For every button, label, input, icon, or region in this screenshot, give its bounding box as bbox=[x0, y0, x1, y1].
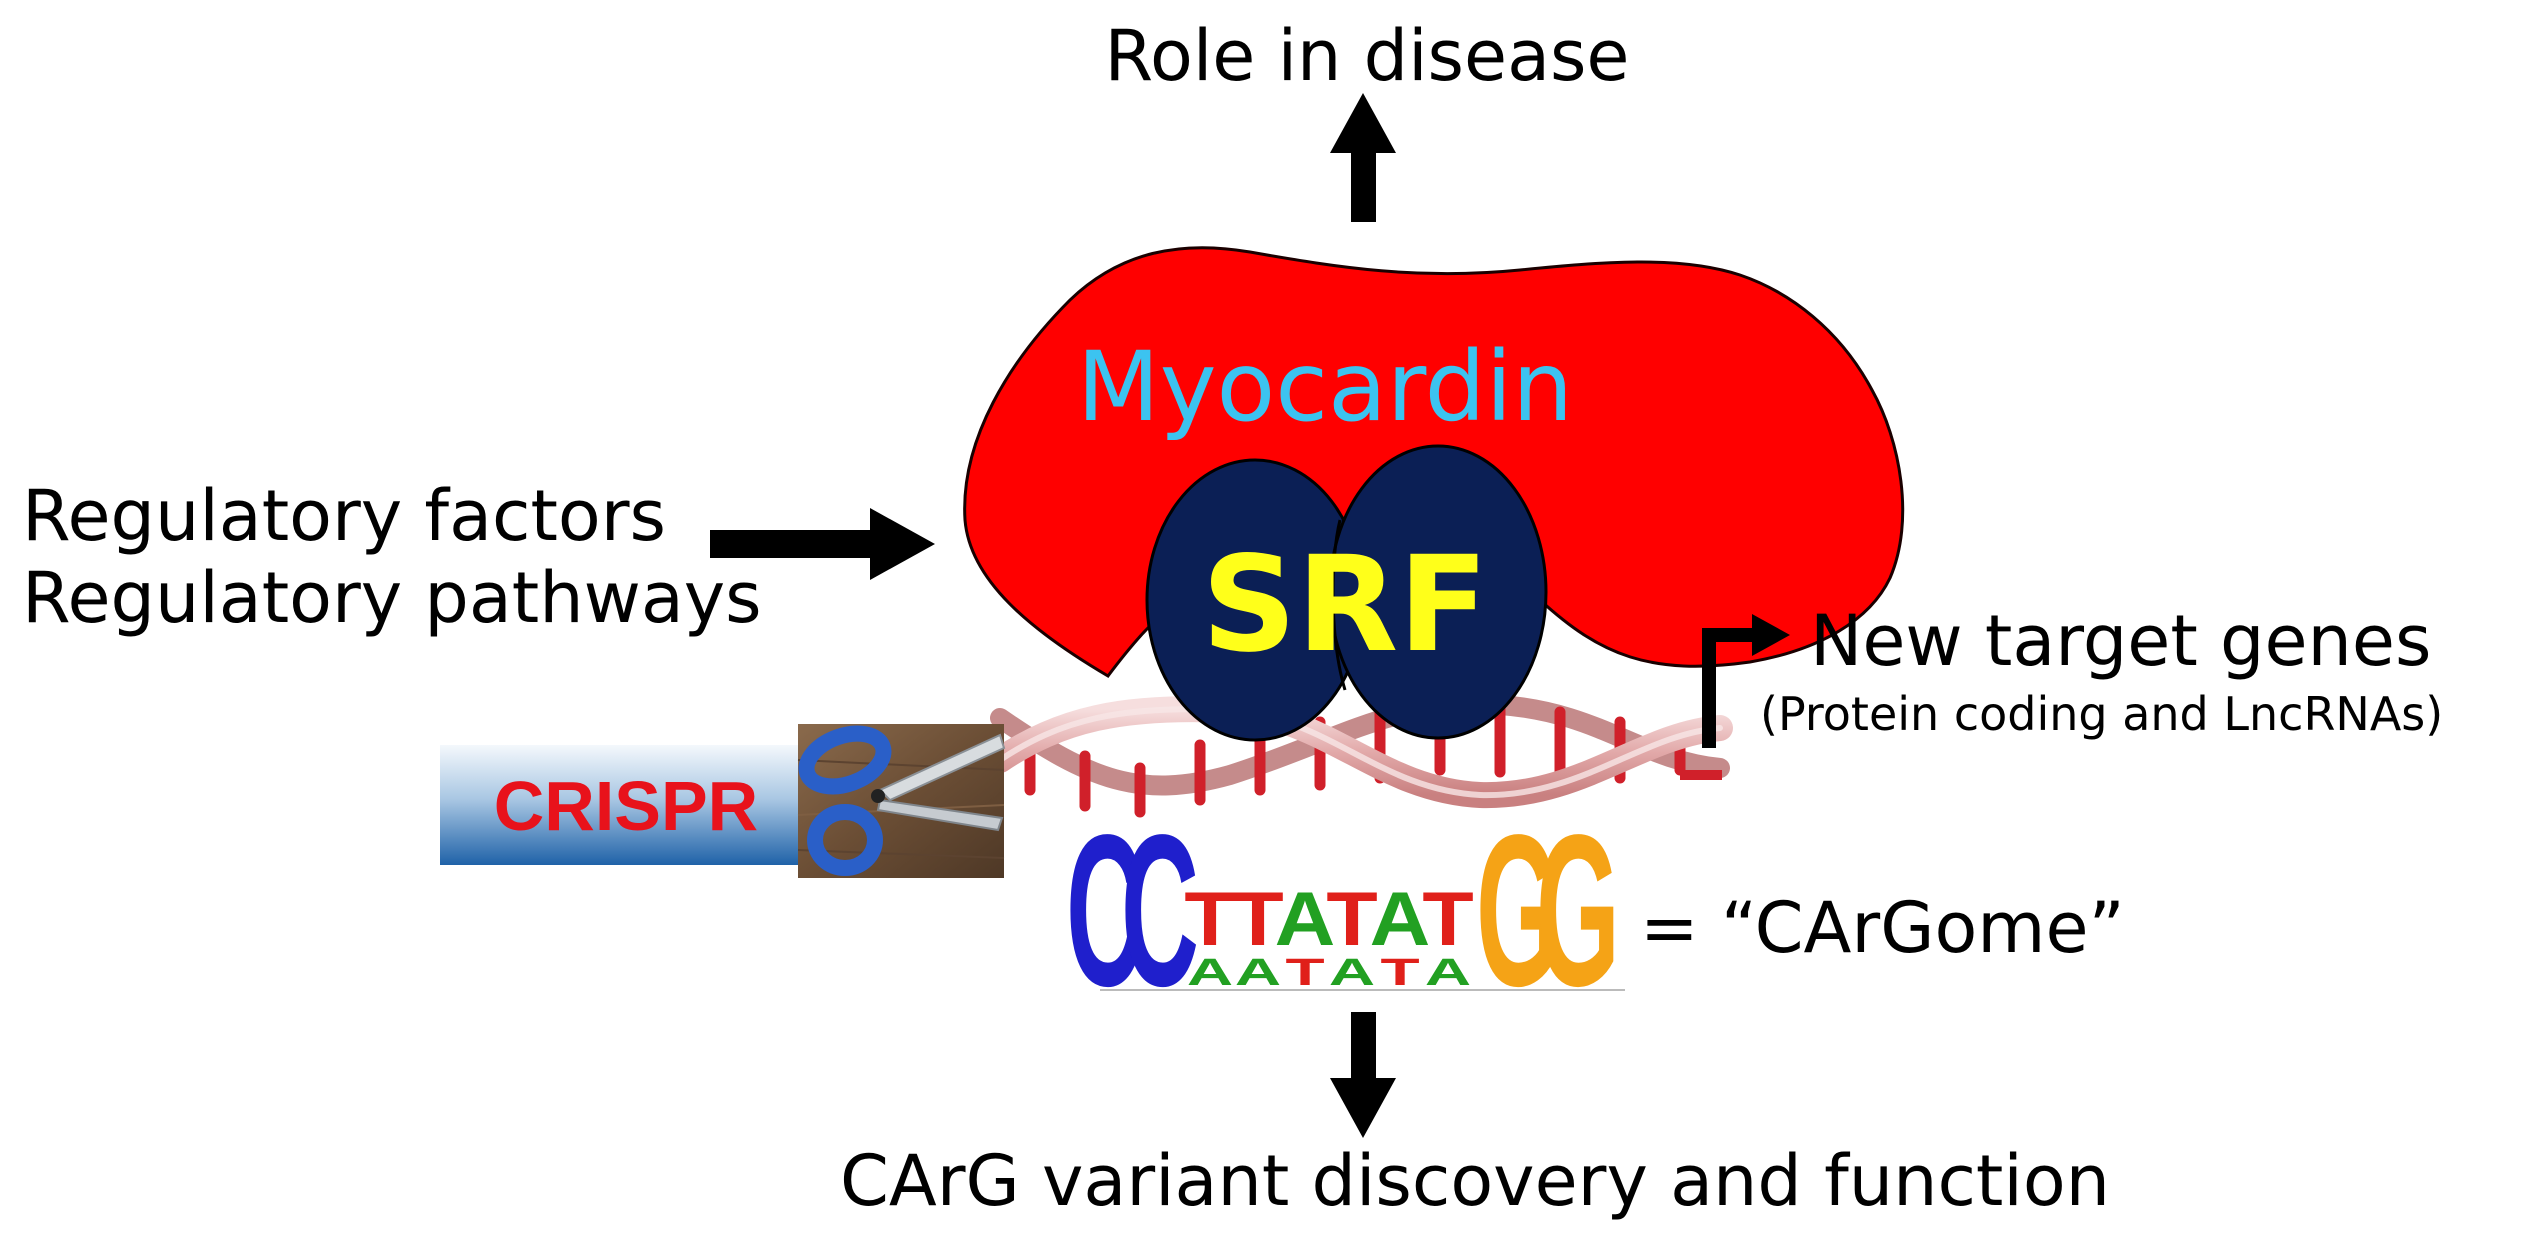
motif-letter-secondary: A bbox=[1425, 951, 1471, 994]
motif-letter-secondary: A bbox=[1187, 951, 1233, 994]
carg-variant-label: CArG variant discovery and function bbox=[840, 1140, 2110, 1222]
motif-letter: C bbox=[1121, 790, 1199, 1032]
motif-letter: A bbox=[1275, 877, 1336, 961]
cargome-label: = “CArGome” bbox=[1640, 887, 2125, 969]
crispr-tool: CRISPR bbox=[440, 724, 1006, 878]
motif-letter: G bbox=[1536, 790, 1620, 1032]
motif-letter-secondary: T bbox=[1380, 951, 1419, 994]
motif-letter: G bbox=[1476, 790, 1560, 1032]
target-genes-arrow bbox=[1702, 614, 1790, 748]
new-target-genes-label: New target genes bbox=[1810, 600, 2431, 682]
motif-letter: C bbox=[1066, 790, 1144, 1032]
motif-letter-secondary: T bbox=[1285, 951, 1324, 994]
motif-letter: T bbox=[1326, 877, 1377, 961]
target-genes-sublabel: (Protein coding and LncRNAs) bbox=[1760, 687, 2443, 741]
srf-label: SRF bbox=[1202, 528, 1489, 682]
up-arrow bbox=[1330, 93, 1396, 222]
crispr-label: CRISPR bbox=[494, 767, 758, 845]
regulatory-factors-label: Regulatory factors bbox=[22, 475, 666, 557]
motif-letter: T bbox=[1184, 877, 1235, 961]
right-arrow-left bbox=[710, 508, 935, 580]
motif-letter: T bbox=[1232, 877, 1283, 961]
scissors-icon bbox=[797, 724, 1006, 878]
crispr-banner bbox=[440, 745, 798, 865]
motif-letter: A bbox=[1370, 877, 1431, 961]
myocardin-label: Myocardin bbox=[1077, 331, 1573, 443]
motif-letter-secondary: A bbox=[1329, 951, 1375, 994]
role-in-disease-label: Role in disease bbox=[1105, 15, 1630, 97]
srf-subunit-right bbox=[1328, 444, 1548, 740]
motif-letter: T bbox=[1422, 877, 1473, 961]
regulatory-pathways-label: Regulatory pathways bbox=[22, 557, 762, 639]
motif-letter-secondary: A bbox=[1235, 951, 1281, 994]
srf-dimer: SRF bbox=[1145, 444, 1548, 742]
down-arrow bbox=[1330, 1012, 1396, 1138]
